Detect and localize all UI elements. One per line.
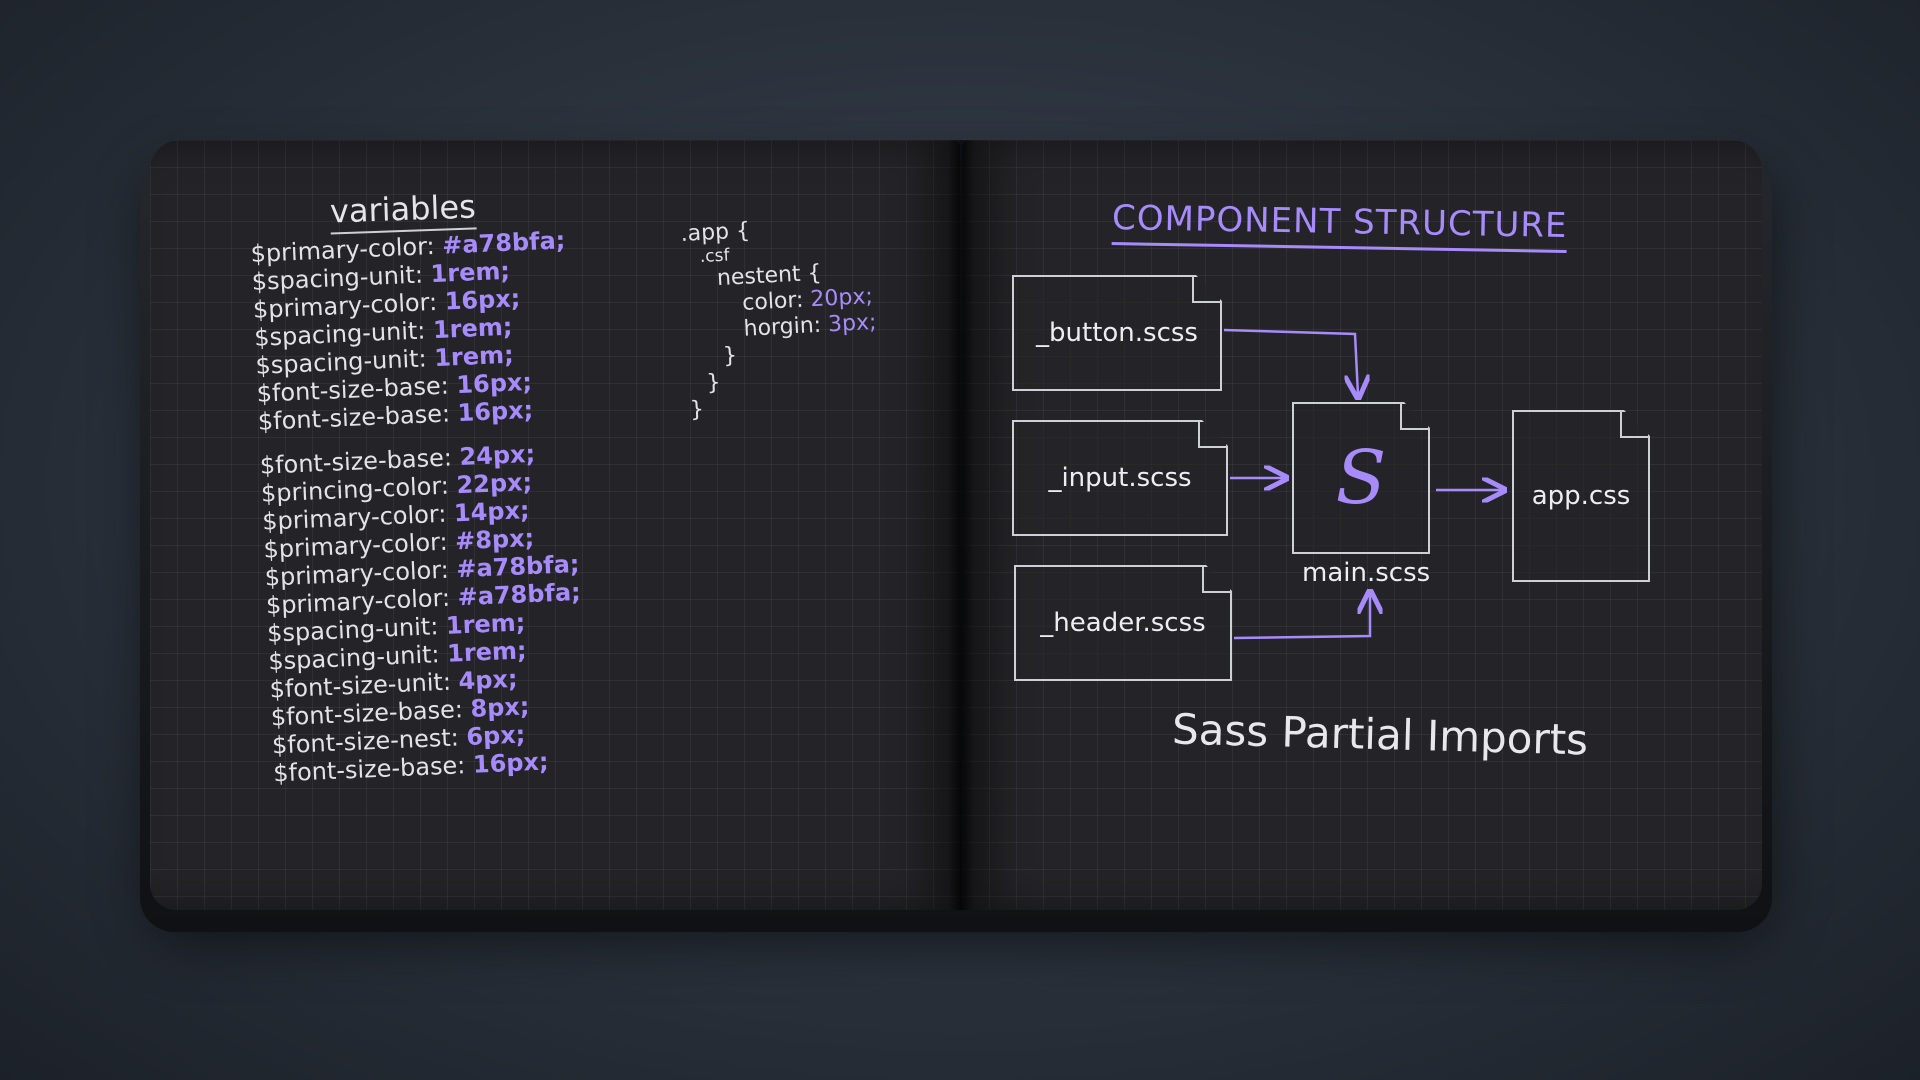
file-fold-icon: [1198, 420, 1226, 448]
file-label: _header.scss: [1040, 608, 1206, 638]
arrow-button-to-main: [1223, 328, 1358, 395]
code-key: horgin:: [743, 312, 822, 342]
variable-value: #a78bfa;: [441, 226, 566, 260]
file-header-scss: _header.scss: [1014, 565, 1232, 681]
arrow-header-to-main: [1233, 594, 1370, 640]
code-value: 3px;: [827, 309, 878, 338]
variable-value: #8px;: [454, 523, 535, 556]
variable-value: 1rem;: [429, 256, 511, 289]
variable-value: 24px;: [458, 439, 536, 472]
variable-value: 1rem;: [446, 636, 528, 668]
variables-heading: variables: [329, 187, 477, 235]
file-label: app.css: [1531, 481, 1631, 511]
code-key: color:: [741, 287, 805, 316]
variable-value: 1rem;: [445, 608, 526, 640]
right-page: COMPONENT STRUCTURE _button.scss _input.…: [962, 140, 1762, 910]
nested-code-block: .app { .csf nestent { color: 20px; horgi…: [680, 212, 881, 424]
variable-list: $primary-color: #a78bfa; $spacing-unit: …: [250, 226, 589, 787]
main-scss-label: main.scss: [1302, 558, 1431, 588]
variable-value: 22px;: [455, 467, 533, 500]
left-page: variables $primary-color: #a78bfa; $spac…: [150, 140, 960, 910]
variable-value: 16px;: [455, 367, 533, 400]
file-input-scss: _input.scss: [1012, 420, 1228, 536]
file-fold-icon: [1620, 410, 1648, 438]
code-value: 20px;: [809, 284, 874, 313]
variable-value: 8px;: [469, 692, 531, 723]
file-label: _button.scss: [1036, 318, 1198, 348]
file-app-css: app.css: [1512, 410, 1650, 582]
file-fold-icon: [1202, 565, 1230, 593]
variable-value: 16px;: [472, 747, 550, 779]
variable-value: 6px;: [465, 720, 526, 752]
variable-value: #a78bfa;: [457, 577, 582, 612]
variable-value: 1rem;: [433, 340, 515, 373]
variable-value: 16px;: [444, 284, 521, 316]
file-button-scss: _button.scss: [1012, 275, 1222, 391]
variable-value: 4px;: [457, 664, 519, 696]
variable-value: 1rem;: [432, 312, 513, 345]
variable-value: 14px;: [453, 496, 531, 528]
file-main-scss: S: [1292, 402, 1430, 554]
book-gutter: [948, 140, 974, 910]
file-fold-icon: [1192, 275, 1220, 303]
import-arrows: [1223, 328, 1762, 640]
variable-value: 16px;: [456, 395, 534, 428]
file-fold-icon: [1400, 402, 1428, 430]
sass-logo-icon: S: [1335, 435, 1387, 521]
file-label: _input.scss: [1048, 463, 1192, 493]
